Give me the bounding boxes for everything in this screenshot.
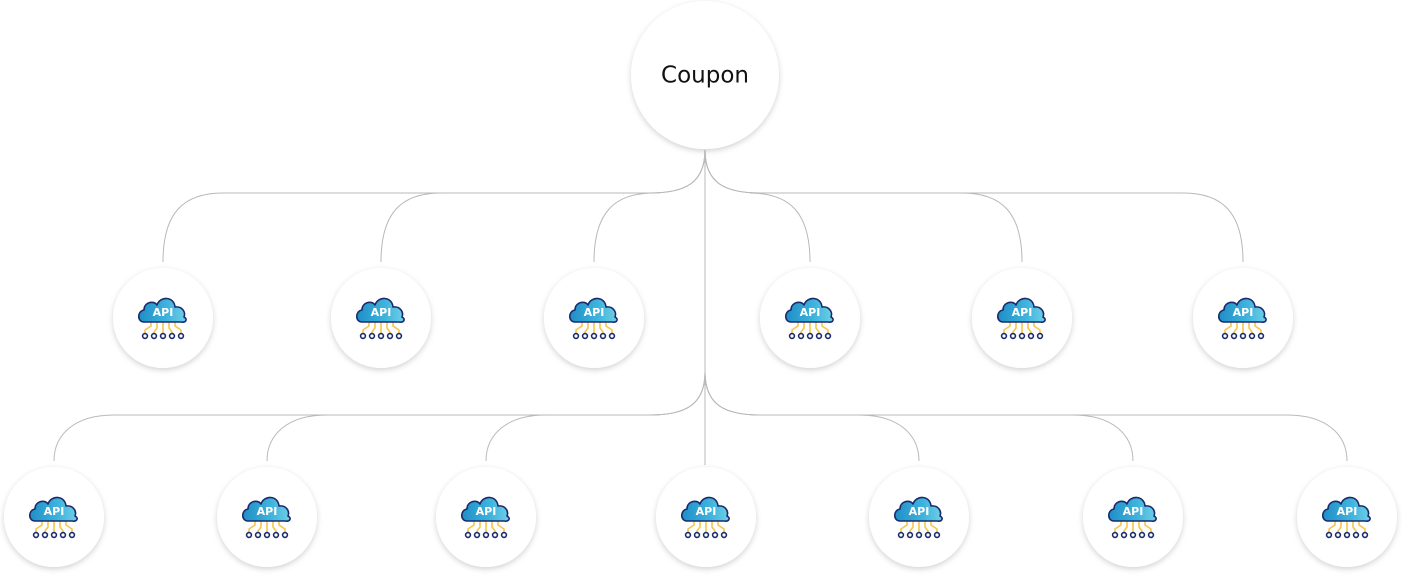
- api-node-row-1-5[interactable]: API: [972, 268, 1072, 368]
- api-node-row-1-1[interactable]: API: [113, 268, 213, 368]
- api-cloud-icon: API: [460, 496, 510, 539]
- connector-row-1-2: [380, 149, 706, 263]
- api-nodes: API API API API API API API API API API API API API: [4, 268, 1397, 567]
- connector-row-1-1: [162, 149, 706, 263]
- api-node-row-2-4[interactable]: API: [656, 467, 756, 567]
- api-label: API: [584, 306, 605, 319]
- api-label: API: [1123, 505, 1144, 518]
- api-cloud-icon: API: [137, 297, 187, 340]
- api-node-row-2-5[interactable]: API: [869, 467, 969, 567]
- api-cloud-icon: API: [1217, 297, 1267, 340]
- api-node-row-1-2[interactable]: API: [331, 268, 431, 368]
- api-cloud-icon: API: [680, 496, 730, 539]
- connector-row-2-2: [266, 371, 706, 462]
- api-node-row-1-3[interactable]: API: [544, 268, 644, 368]
- api-label: API: [909, 505, 930, 518]
- api-label: API: [371, 306, 392, 319]
- api-node-row-1-6[interactable]: API: [1193, 268, 1293, 368]
- api-label: API: [257, 505, 278, 518]
- connector-row-2-5: [704, 371, 920, 462]
- api-label: API: [44, 505, 65, 518]
- connector-row-1-6: [704, 149, 1244, 263]
- connector-row-2-7: [704, 371, 1348, 462]
- api-node-row-2-3[interactable]: API: [436, 467, 536, 567]
- api-node-row-1-4[interactable]: API: [760, 268, 860, 368]
- connector-row-1-4: [704, 149, 811, 263]
- api-cloud-icon: API: [1107, 496, 1157, 539]
- connector-row-2-6: [704, 371, 1134, 462]
- api-cloud-icon: API: [1321, 496, 1371, 539]
- api-cloud-icon: API: [28, 496, 78, 539]
- root-node-coupon[interactable]: Coupon: [631, 1, 779, 149]
- api-label: API: [153, 306, 174, 319]
- api-cloud-icon: API: [784, 297, 834, 340]
- connector-row-1-5: [704, 149, 1023, 263]
- connector-row-2-1: [53, 371, 706, 462]
- api-node-row-2-1[interactable]: API: [4, 467, 104, 567]
- api-node-row-2-6[interactable]: API: [1083, 467, 1183, 567]
- connector-row-1-3: [593, 149, 706, 263]
- api-cloud-icon: API: [355, 297, 405, 340]
- api-node-row-2-7[interactable]: API: [1297, 467, 1397, 567]
- api-label: API: [800, 306, 821, 319]
- api-cloud-icon: API: [996, 297, 1046, 340]
- api-cloud-icon: API: [893, 496, 943, 539]
- api-cloud-icon: API: [241, 496, 291, 539]
- api-label: API: [1337, 505, 1358, 518]
- api-node-row-2-2[interactable]: API: [217, 467, 317, 567]
- api-label: API: [1233, 306, 1254, 319]
- api-label: API: [696, 505, 717, 518]
- root-node-label: Coupon: [661, 63, 749, 89]
- api-label: API: [1012, 306, 1033, 319]
- connector-row-2-3: [485, 371, 706, 462]
- api-label: API: [476, 505, 497, 518]
- api-cloud-icon: API: [568, 297, 618, 340]
- connector-lines: [53, 149, 1348, 465]
